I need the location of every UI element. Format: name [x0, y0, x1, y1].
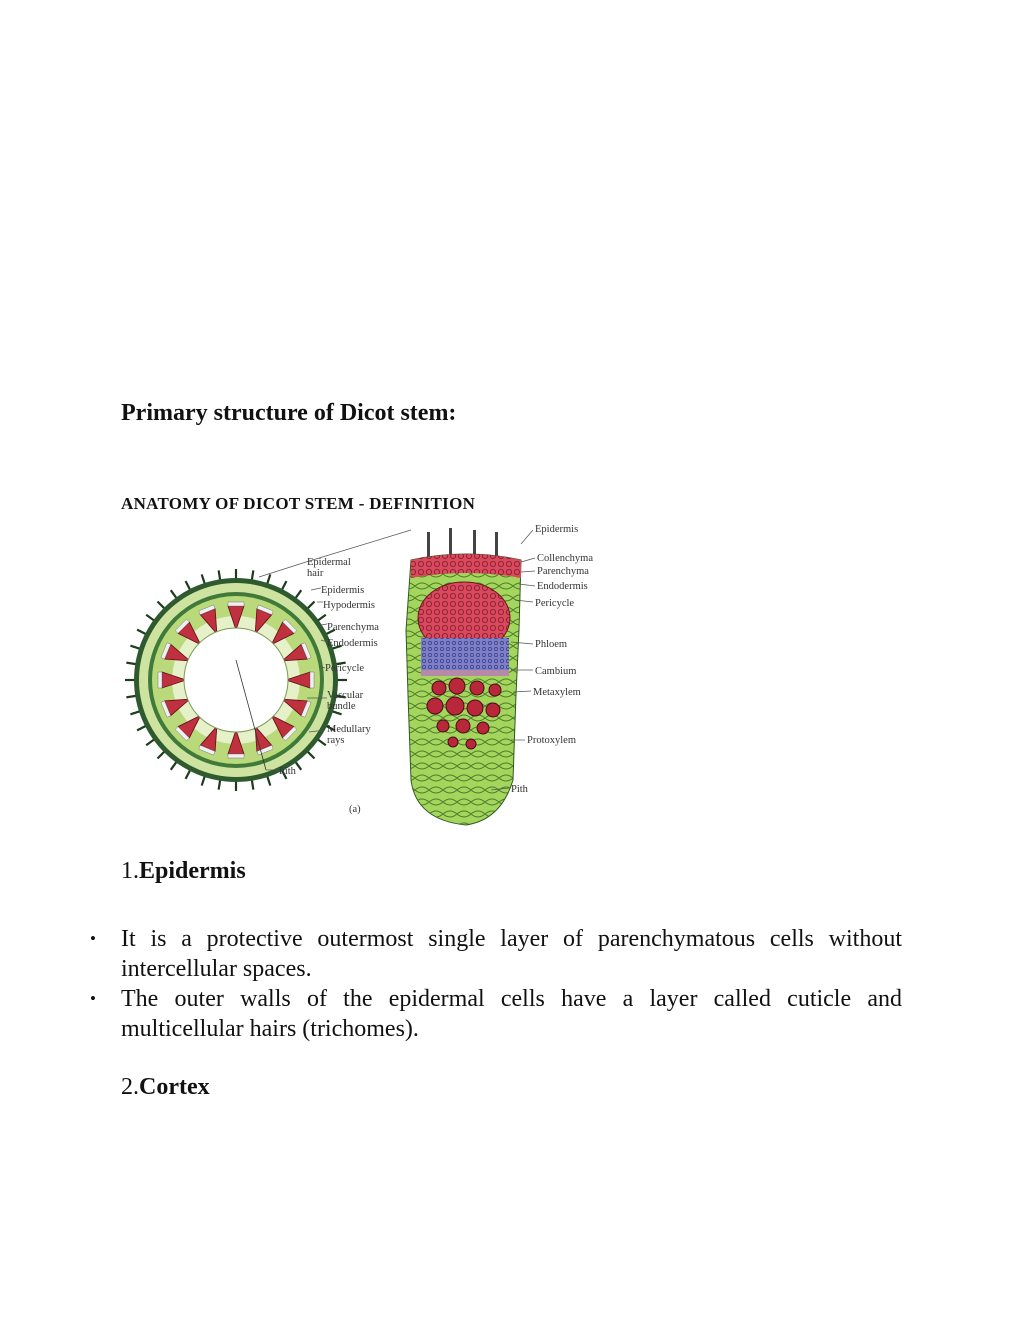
xylem-vessel [445, 696, 465, 716]
figure-caption: (a) [349, 804, 361, 815]
xylem-vessel [466, 699, 484, 717]
sector-section [405, 528, 522, 826]
label-epidermis-right: Epidermis [535, 524, 578, 535]
label-epidermis-left: Epidermis [321, 585, 364, 596]
xylem-vessel [465, 738, 477, 750]
xylem-vessel [447, 736, 459, 748]
label-pericycle-left: Pericycle [325, 663, 364, 674]
label-cambium: Cambium [535, 666, 576, 677]
dicot-stem-diagram: Epidermal hair Epidermis Hypodermis Pare… [121, 520, 621, 830]
list-item: It is a protective outermost single laye… [90, 924, 902, 984]
xylem-vessel [476, 721, 490, 735]
label-metaxylem: Metaxylem [533, 687, 581, 698]
label-pericycle-right: Pericycle [535, 598, 574, 609]
label-protoxylem: Protoxylem [527, 735, 576, 746]
label-epidermal-hair-2: hair [307, 568, 324, 579]
section-number: 2. [121, 1074, 139, 1100]
transverse-section [125, 569, 347, 791]
label-phloem: Phloem [535, 639, 567, 650]
xylem-vessel [488, 683, 502, 697]
list-item: The outer walls of the epidermal cells h… [90, 984, 902, 1044]
label-vascular-bundle-1: Vascular [327, 690, 364, 701]
xylem-vessel [426, 697, 444, 715]
label-endodermis-left: Endodermis [327, 638, 378, 649]
section-heading-cortex: 2.Cortex [121, 1074, 210, 1101]
xylem-vessel [431, 680, 447, 696]
epidermis-bullet-list: It is a protective outermost single laye… [90, 924, 902, 1044]
label-endodermis-right: Endodermis [537, 581, 588, 592]
section-heading-epidermis: 1.Epidermis [121, 858, 246, 885]
label-pith-right: Pith [511, 784, 529, 795]
xylem-vessel [469, 680, 485, 696]
label-collenchyma: Collenchyma [537, 553, 593, 564]
section-title: Epidermis [139, 858, 246, 884]
xylem-vessel [448, 677, 466, 695]
label-epidermal-hair-1: Epidermal [307, 557, 351, 568]
label-parenchyma-left: Parenchyma [327, 622, 379, 633]
label-parenchyma-right: Parenchyma [537, 566, 589, 577]
label-hypodermis: Hypodermis [323, 600, 375, 611]
label-pith-left: Pith [279, 766, 297, 777]
page-title: Primary structure of Dicot stem: [121, 400, 457, 426]
section-title: Cortex [139, 1074, 210, 1100]
xylem-vessel [436, 719, 450, 733]
xylem-vessel [455, 718, 471, 734]
label-medullary-rays-1: Medullary [327, 724, 371, 735]
label-vascular-bundle-2: bundle [327, 701, 356, 712]
figure-heading: ANATOMY OF DICOT STEM - DEFINITION [121, 494, 476, 513]
label-medullary-rays-2: rays [327, 735, 345, 746]
section-number: 1. [121, 858, 139, 884]
xylem-vessel [485, 702, 501, 718]
